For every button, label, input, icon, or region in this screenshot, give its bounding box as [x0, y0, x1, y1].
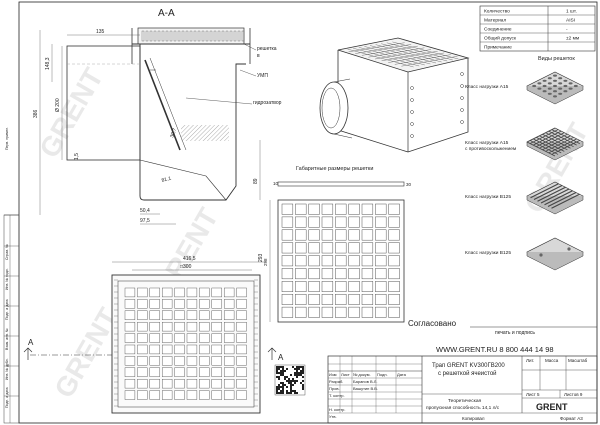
approved-label: Согласовано	[408, 319, 457, 328]
spec-row-value: ±2 мм	[566, 35, 579, 41]
margin-label: Перв. примен.	[5, 127, 9, 150]
mass-label: Масса	[545, 358, 559, 363]
spec-row-label: Примечание	[484, 44, 512, 50]
spec-row-value: AISI	[566, 17, 575, 23]
copied-label: Копировал	[462, 416, 485, 421]
grate-type-picture	[526, 181, 584, 215]
section-marker: А	[28, 338, 34, 347]
dim-label: 1,5	[74, 153, 80, 160]
grate-type-label: Класс нагрузки В125	[465, 194, 511, 200]
brand-logo: GRENT	[536, 402, 568, 412]
section-label: А-А	[158, 8, 175, 19]
title-block-header: Лист	[341, 372, 350, 377]
margin-label: Подп. и дата	[5, 387, 9, 408]
capacity-label: Теоретическая	[448, 398, 481, 404]
dim-label: 135	[96, 29, 105, 35]
title-block-header: Изм	[329, 372, 337, 377]
title-block-role: Утв.	[329, 414, 337, 419]
title-block-name: Баранов В.Л.	[353, 379, 377, 384]
title-block-role: Н. контр.	[329, 407, 346, 412]
signature-caption: печать и подпись	[495, 330, 535, 336]
section-marker: А	[278, 353, 284, 362]
dim-label: 148,3	[45, 57, 51, 70]
callout: УМП	[257, 73, 268, 79]
grate-dimension-view: Габаритные размеры решетки 10 30 298	[263, 166, 412, 323]
format-label: Формат А3	[560, 416, 583, 421]
margin-label: Инв. № подл.	[5, 268, 9, 290]
sheet-frame	[18, 1, 598, 424]
spec-row-value: 1 шт.	[566, 8, 577, 14]
dim-label: 50,4	[140, 208, 150, 214]
callout: гидрозатвор	[253, 100, 282, 106]
svg-text:GRENT: GRENT	[33, 63, 109, 163]
contact-line: WWW.GRENT.RU 8 800 444 14 98	[436, 345, 554, 354]
dim-label: 416,5	[183, 256, 196, 262]
capacity-value: пропускная способность 14,1 л/с	[426, 405, 500, 411]
product-subtitle: с решеткой ячеистой	[438, 370, 497, 377]
grate-type-label: Класс нагрузки А15	[465, 84, 509, 90]
dim-label: 386	[33, 109, 39, 118]
product-title: Трап GRENT KV300ГВ200	[432, 363, 505, 369]
title-block-role: Т. контр.	[329, 393, 345, 398]
sheet-label: Лист 5	[526, 392, 540, 397]
iso-view	[319, 37, 470, 153]
dim-label: 10	[273, 181, 279, 186]
title-block: Трап GRENT KV300ГВ200 с решеткой ячеисто…	[274, 355, 598, 424]
grate-type-picture	[526, 71, 584, 105]
grate-type-picture	[526, 127, 584, 161]
title-block-header: Дата	[397, 372, 407, 377]
margin-label: Взам. инв. №	[5, 328, 9, 350]
dim-label: 293	[258, 253, 264, 262]
plan-view: 416,5 □300 293 А А	[23, 253, 284, 414]
spec-row-label: Количество	[484, 8, 510, 14]
spec-table: Количество 1 шт. Материал AISI Соединение - Об…	[479, 5, 596, 52]
scale-label: Масштаб	[568, 358, 588, 363]
spec-row-value: -	[566, 27, 568, 32]
spec-row-label: Материал	[484, 17, 506, 23]
title-block-role: Пров.	[329, 386, 340, 391]
grate-types-caption: Виды решеток	[538, 56, 575, 62]
grate-type-label: Класс нагрузки А15	[465, 140, 509, 146]
margin-label: Справ. №	[5, 244, 9, 260]
grate-caption: Габаритные размеры решетки	[296, 166, 373, 172]
left-margin: Подп. и дата Инв. № дубл. Взам. инв. № П…	[3, 127, 20, 424]
qr-code-icon	[274, 364, 306, 396]
section-view: А-А 135 386 148,3 Ø 200 1,5 30,7 81,1 50…	[33, 8, 282, 225]
section-grate	[141, 30, 245, 42]
title-block-name: Вашутин В.В.	[353, 386, 378, 391]
dim-label: □300	[180, 264, 192, 270]
title-block-role: Разраб.	[329, 379, 343, 384]
grate-type-label: Класс нагрузки В125	[465, 250, 511, 256]
dim-label: 81,1	[161, 176, 172, 184]
title-block-header: Подп.	[377, 372, 388, 377]
dim-label: 97,5	[140, 218, 150, 224]
spec-row-label: Соединение	[484, 26, 512, 32]
dim-label: 30	[406, 182, 412, 187]
title-block-header: № докум.	[353, 372, 371, 377]
dim-label: 89	[253, 178, 259, 184]
grate-type-picture	[526, 237, 584, 271]
margin-label: Подп. и дата	[5, 299, 9, 320]
grate-type-label: с противоскольжением	[465, 147, 516, 152]
margin-label: Инв. № дубл.	[5, 358, 9, 380]
callout: в	[257, 53, 260, 59]
lit-label: Лит.	[526, 358, 534, 363]
dim-label: Ø 200	[55, 98, 61, 112]
sheets-label: Листов 9	[564, 392, 583, 397]
spec-row-label: Общий допуск	[484, 34, 517, 41]
approval-block: Согласовано печать и подпись WWW.GRENT.R…	[408, 319, 597, 354]
dim-label: 30,7	[169, 127, 178, 138]
callout: решетка	[257, 46, 277, 52]
